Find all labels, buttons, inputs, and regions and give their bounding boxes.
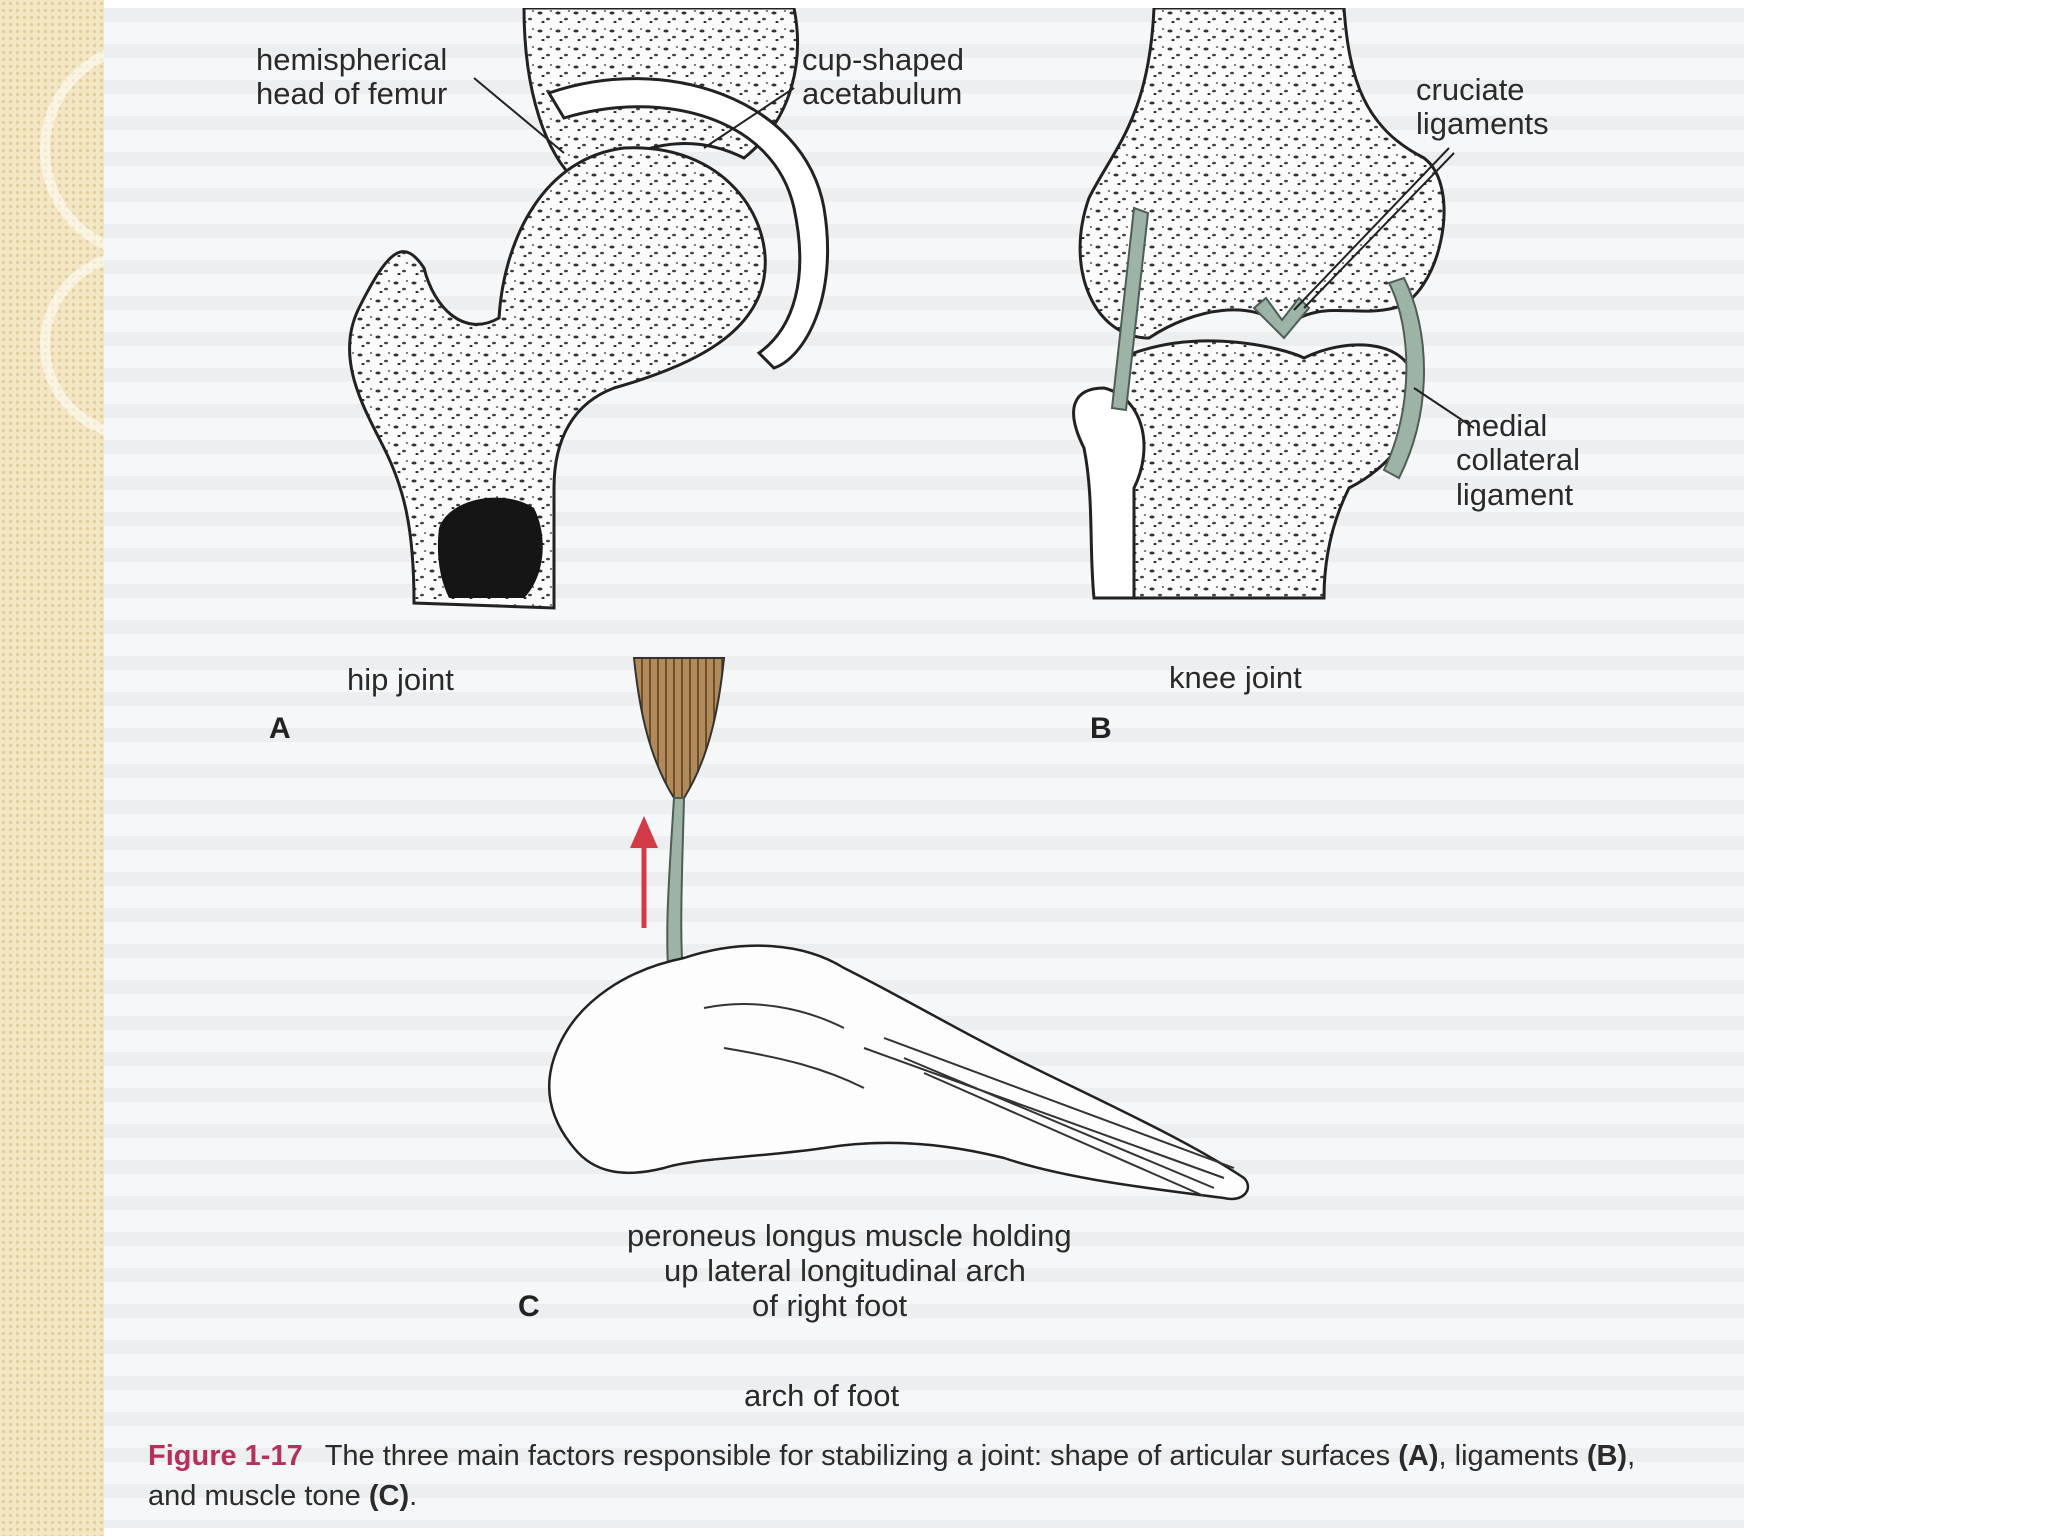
label-acetabulum-line1: cup-shaped (802, 42, 964, 77)
label-cruciate-line2: ligaments (1416, 106, 1549, 141)
caption-text-3: , and muscle tone (148, 1440, 1636, 1512)
panel-c-title: arch of foot (744, 1378, 899, 1413)
knee-joint-drawing (1072, 8, 1475, 600)
anatomy-figure: hemispherical head of femur cup-shaped a… (256, 8, 1580, 1413)
faded-background-text (104, 8, 1744, 1528)
label-peroneus-line2: up lateral longitudinal arch (664, 1253, 1026, 1288)
hip-joint-drawing (348, 8, 830, 610)
label-mcl-line1: medial (1456, 408, 1547, 443)
figure-panel (104, 8, 1744, 1528)
caption-ref-a: (A) (1398, 1440, 1439, 1472)
figure-caption: Figure 1-17 The three main factors respon… (148, 1436, 1688, 1516)
foot-arch-drawing (548, 657, 1250, 1201)
label-femur-head-line1: hemispherical (256, 42, 447, 77)
panel-b-letter: B (1090, 712, 1112, 745)
label-femur-head-line2: head of femur (256, 76, 447, 111)
panel-a-title: hip joint (347, 662, 454, 697)
caption-text-1: The three main factors responsible for s… (324, 1440, 1391, 1472)
decorative-left-strip (0, 0, 104, 1536)
label-mcl-line2: collateral (1456, 442, 1580, 477)
panel-a-letter: A (269, 712, 291, 745)
caption-text-2: , ligaments (1438, 1440, 1587, 1472)
caption-text-4: . (409, 1480, 418, 1512)
label-peroneus-line3: of right foot (752, 1288, 907, 1323)
caption-ref-b: (B) (1586, 1440, 1628, 1472)
label-mcl-line3: ligament (1456, 477, 1574, 512)
label-cruciate-line1: cruciate (1416, 72, 1525, 107)
label-acetabulum-line2: acetabulum (802, 76, 962, 111)
figure-number: Figure 1-17 (148, 1440, 303, 1472)
caption-ref-c: (C) (368, 1480, 410, 1512)
panel-b-title: knee joint (1169, 660, 1302, 695)
panel-c-letter: C (518, 1290, 540, 1323)
label-peroneus-line1: peroneus longus muscle holding (627, 1218, 1072, 1253)
